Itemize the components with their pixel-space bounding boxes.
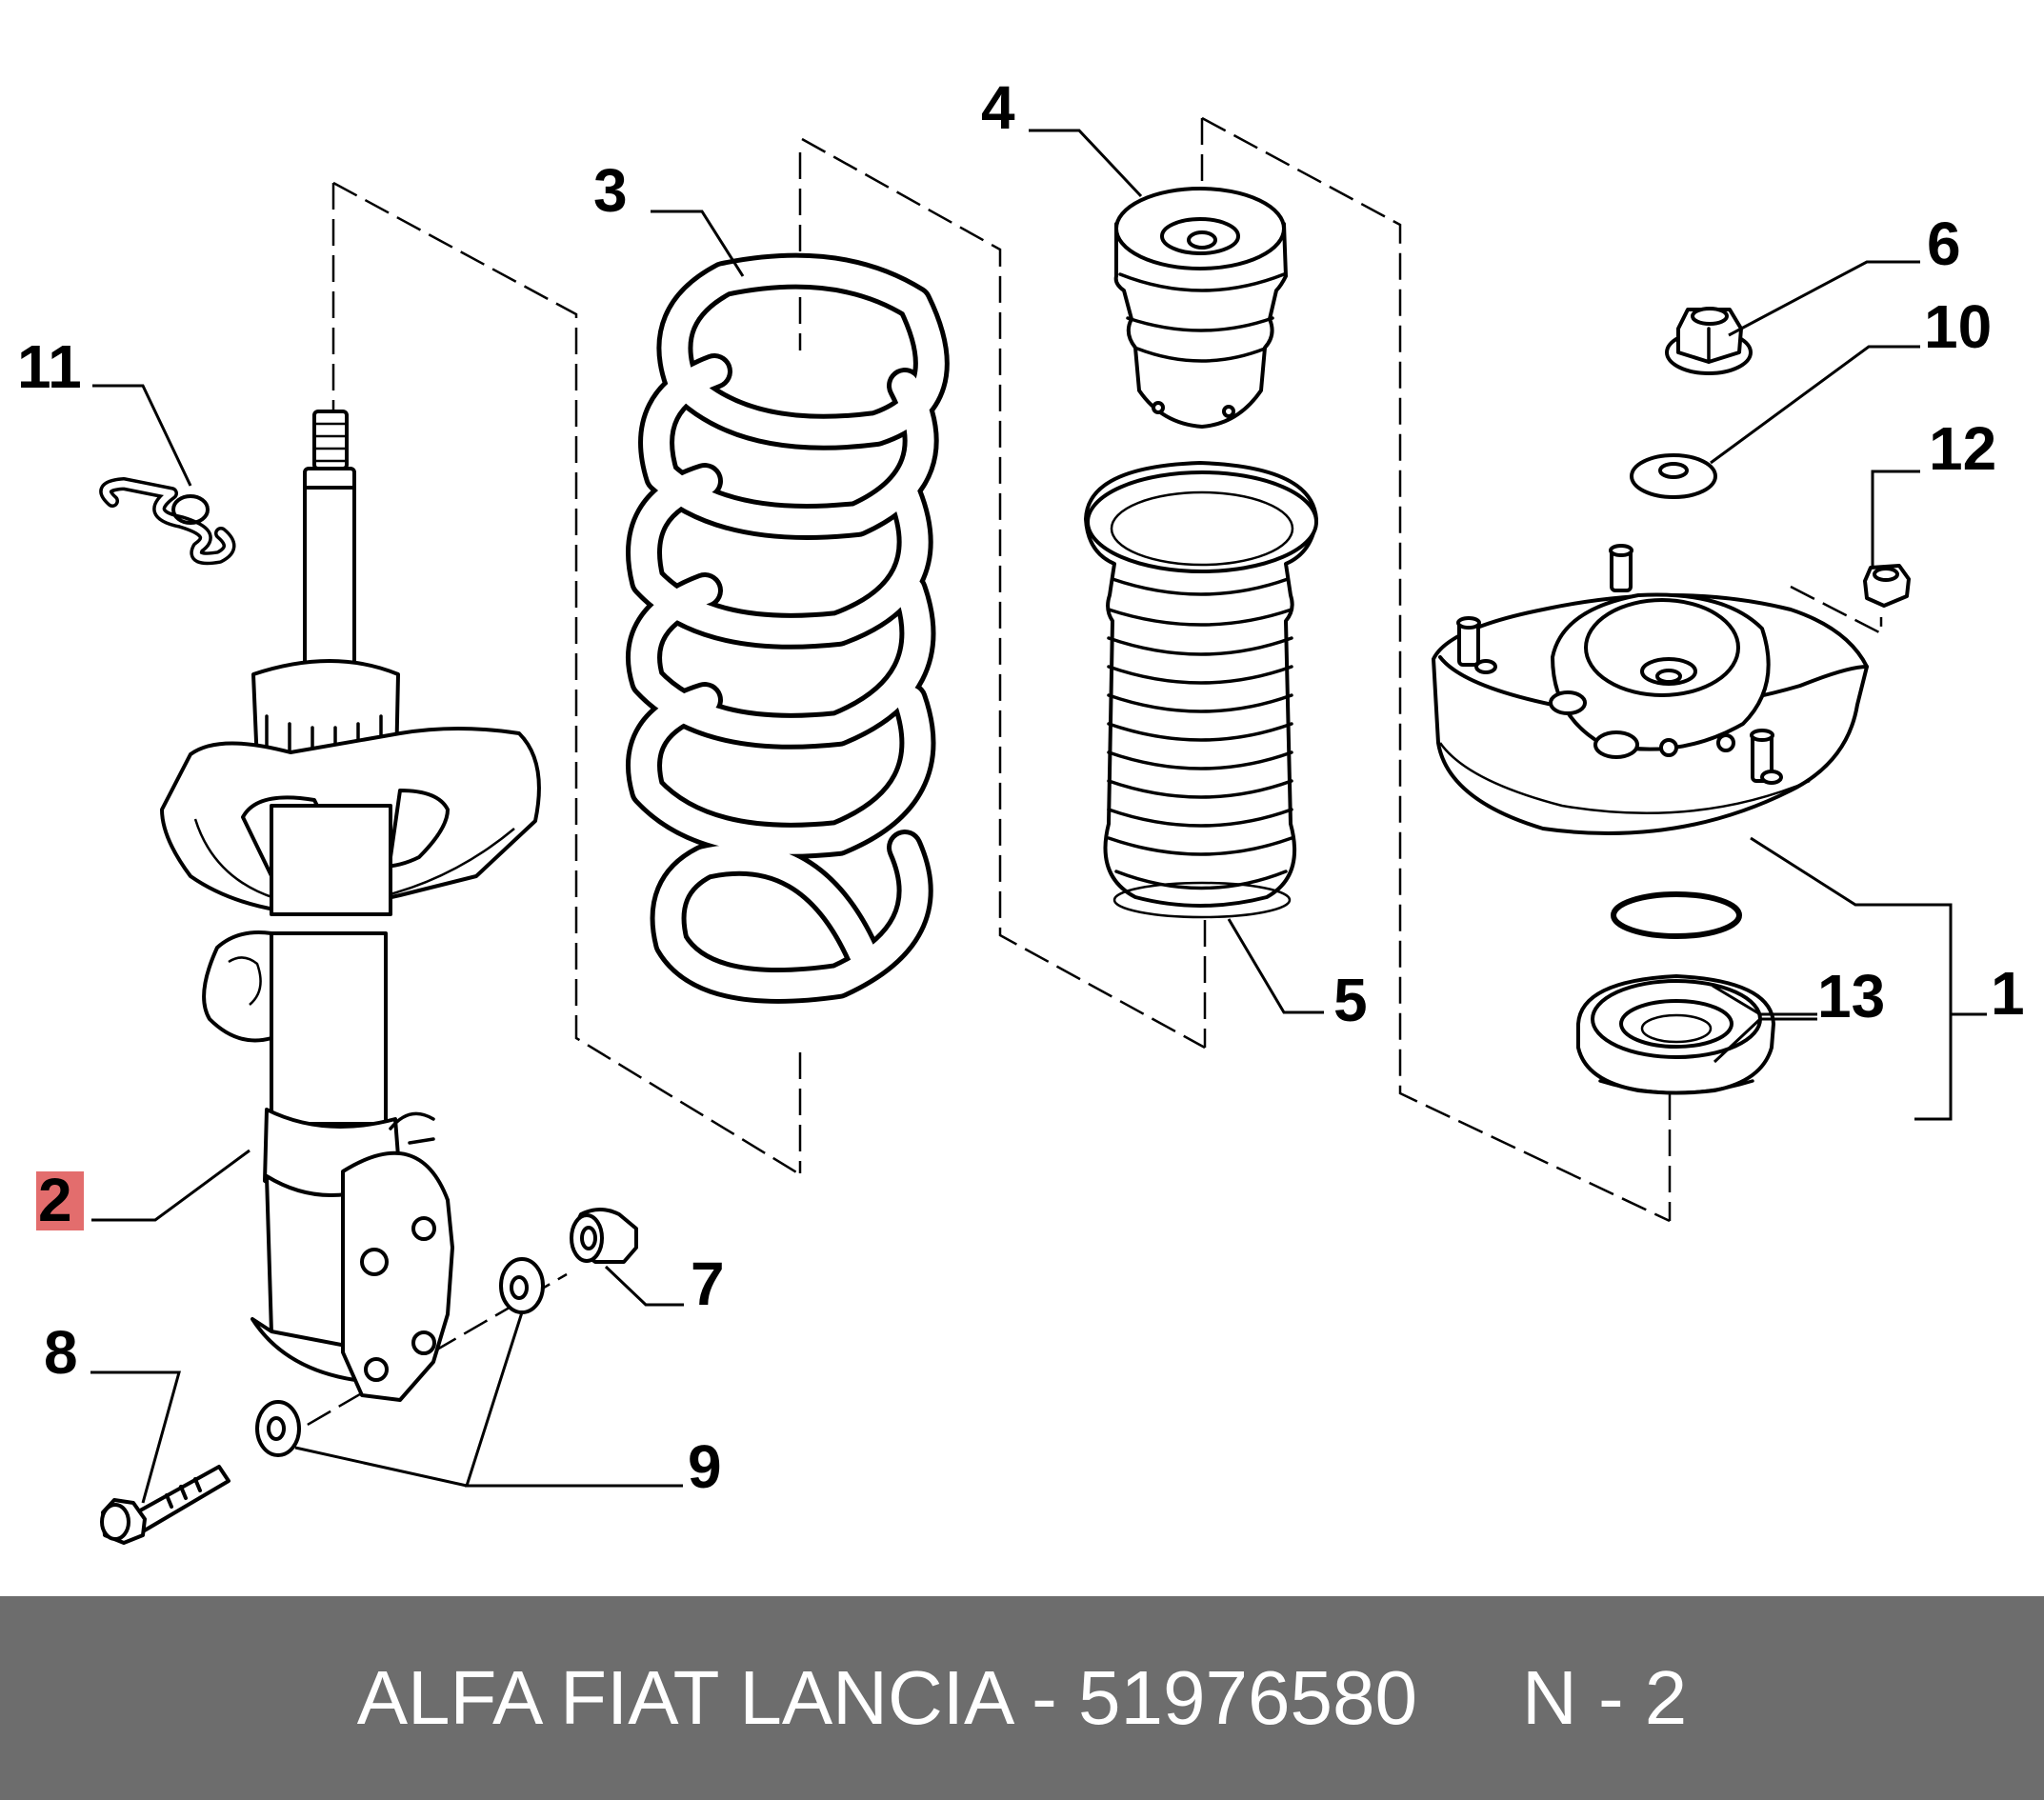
clip-part-11	[99, 477, 236, 566]
footer-brand-part: ALFA FIAT LANCIA - 51976580	[356, 1655, 1417, 1740]
callout-12: 12	[1929, 414, 1996, 483]
callout-4: 4	[981, 73, 1015, 142]
coil-spring-part-3	[626, 252, 950, 1004]
callout-5: 5	[1333, 966, 1368, 1034]
washer-part-10	[1630, 453, 1717, 499]
assembly-axis-lines	[275, 116, 1883, 1445]
footer-banner: ALFA FIAT LANCIA - 51976580 N - 2	[0, 1596, 2044, 1800]
callout-2: 2	[38, 1166, 72, 1234]
footer-code: N - 2	[1521, 1655, 1688, 1740]
leader-lines	[90, 129, 1987, 1504]
callout-6: 6	[1927, 210, 1961, 278]
callout-8: 8	[44, 1318, 78, 1387]
small-nut-part-12	[1863, 564, 1911, 608]
callouts: 4 3 11 6 10 12 5 13 1 2 7 8 9	[17, 73, 2025, 1501]
callout-10: 10	[1924, 292, 1992, 361]
dust-boot-part-5	[1084, 461, 1318, 919]
flange-nut-part-6	[1665, 307, 1753, 375]
callout-2-highlight	[36, 1171, 84, 1230]
callout-11: 11	[17, 332, 82, 401]
callout-3: 3	[593, 156, 628, 225]
callout-13: 13	[1817, 962, 1885, 1030]
callout-1: 1	[1991, 959, 2025, 1028]
bearing-part-13	[1576, 891, 1775, 1095]
callout-7: 7	[691, 1250, 725, 1318]
strut-part-2	[160, 410, 541, 1402]
washer-part-9	[255, 1257, 545, 1457]
bolt-part-8	[100, 1465, 230, 1545]
parts-diagram: 4 3 11 6 10 12 5 13 1 2 7 8 9	[17, 73, 2025, 1545]
top-mount-part-1	[1432, 544, 1869, 835]
bump-stop-part-4	[1113, 187, 1288, 429]
nut-part-7	[570, 1208, 638, 1264]
callout-9: 9	[688, 1432, 722, 1501]
